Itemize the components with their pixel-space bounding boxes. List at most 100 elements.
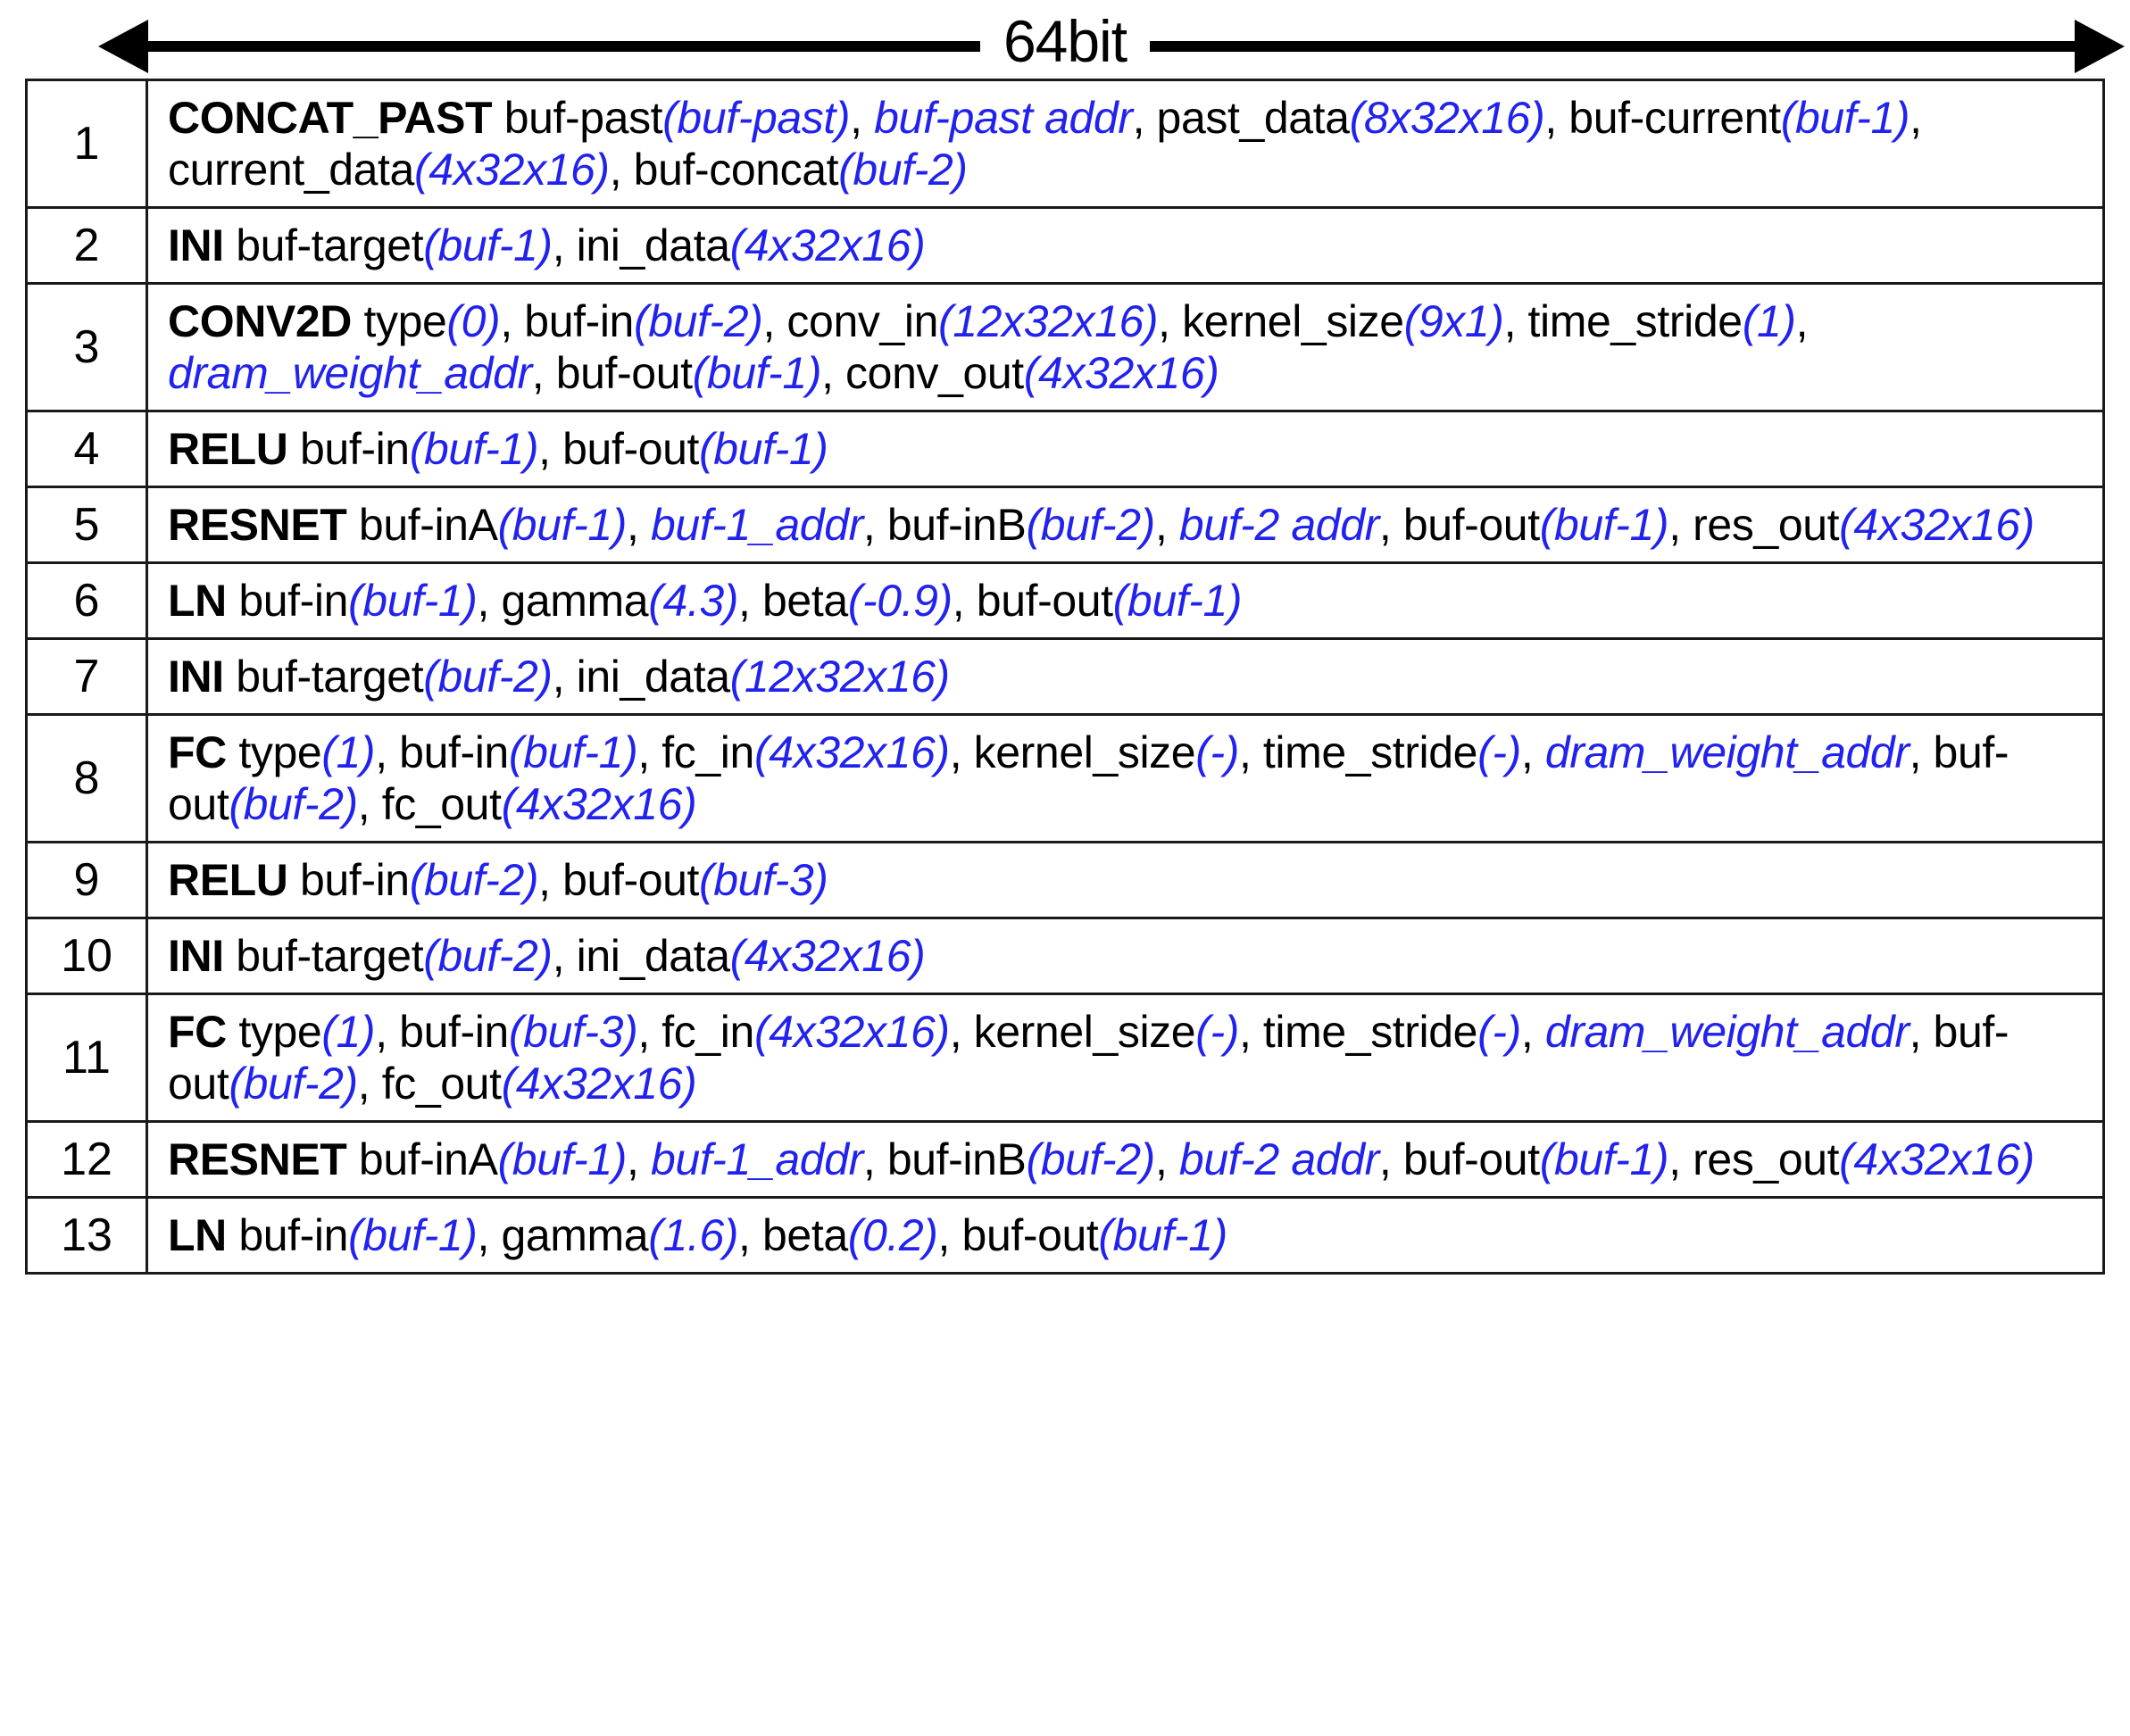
value-token: dram_weight_addr (1544, 727, 1910, 777)
argument-token: , gamma (477, 576, 649, 626)
argument-token: , buf-out (1378, 500, 1540, 550)
value-token: (buf-1) (348, 1210, 478, 1260)
instruction-cell: FC type(1), buf-in(buf-1), fc_in(4x32x16… (146, 713, 2105, 843)
argument-token: , beta (738, 1210, 848, 1260)
argument-token: type (226, 1007, 322, 1057)
argument-token: , current_data (168, 93, 1922, 195)
argument-token: , (1154, 500, 1179, 550)
argument-token: , time_stride (1238, 727, 1478, 777)
value-token: (1.6) (648, 1210, 739, 1260)
opcode-token: LN (168, 1210, 227, 1260)
argument-token: , buf-current (1544, 93, 1781, 143)
value-token: (4x32x16) (729, 931, 926, 981)
value-token: buf-2 addr (1178, 500, 1379, 550)
value-token: (-) (1477, 1007, 1521, 1057)
value-token: (buf-1) (423, 220, 553, 270)
argument-token: buf-target (223, 652, 424, 702)
opcode-token: RESNET (168, 1134, 347, 1184)
value-token: (1) (321, 727, 376, 777)
value-token: (buf-1) (1539, 1134, 1669, 1184)
argument-token: , res_out (1668, 1134, 1840, 1184)
value-token: (buf-2) (423, 652, 553, 702)
argument-token: , fc_in (637, 727, 754, 777)
value-token: buf-1_addr (651, 500, 863, 550)
value-token: (-) (1195, 1007, 1239, 1057)
value-token: (buf-2) (633, 296, 763, 346)
argument-token: , buf-out (1378, 1134, 1540, 1184)
row-index-cell: 8 (25, 713, 148, 843)
value-token: (12x32x16) (937, 296, 1159, 346)
arrow-right-head-icon (2075, 20, 2125, 73)
value-token: (buf-1) (497, 1134, 628, 1184)
argument-token: buf-target (223, 931, 424, 981)
value-token: (4x32x16) (413, 145, 610, 195)
bit-width-header: 64bit (0, 0, 2130, 79)
argument-token: , buf-inB (862, 500, 1027, 550)
instruction-cell: RESNET buf-inA(buf-1), buf-1_addr, buf-i… (146, 1120, 2105, 1199)
value-token: (12x32x16) (729, 652, 951, 702)
value-token: (1) (321, 1007, 376, 1057)
value-token: (buf-1) (692, 348, 822, 398)
row-index-cell: 13 (25, 1196, 148, 1275)
value-token: (0) (446, 296, 501, 346)
value-token: dram_weight_addr (1544, 1007, 1910, 1057)
value-token: (buf-2) (229, 779, 358, 829)
instruction-cell: LN buf-in(buf-1), gamma(4.3), beta(-0.9)… (146, 561, 2105, 640)
argument-token: , buf-in (375, 727, 509, 777)
instruction-cell: RELU buf-in(buf-2), buf-out(buf-3) (146, 841, 2105, 919)
opcode-token: INI (168, 220, 224, 270)
opcode-token: CONCAT_PAST (168, 93, 493, 143)
row-index-cell: 6 (25, 561, 148, 640)
value-token: (buf-1) (1112, 576, 1243, 626)
value-token: (buf-2) (229, 1059, 358, 1109)
argument-token: , fc_out (357, 779, 502, 829)
bit-width-label: 64bit (0, 0, 2130, 82)
argument-token: , ini_data (552, 931, 730, 981)
value-token: dram_weight_addr (168, 348, 532, 398)
value-token: (buf-1) (1098, 1210, 1227, 1260)
opcode-token: RELU (168, 855, 288, 905)
opcode-token: RESNET (168, 500, 347, 550)
value-token: (buf-2) (1026, 500, 1155, 550)
argument-token: , (627, 1134, 651, 1184)
argument-token: type (351, 296, 447, 346)
value-token: (buf-1) (1780, 93, 1910, 143)
argument-token: , buf-out (168, 727, 2009, 829)
argument-token: type (226, 727, 322, 777)
value-token: (4x32x16) (729, 220, 926, 270)
argument-token: , kernel_size (949, 1007, 1196, 1057)
argument-token: , buf-out (937, 1210, 1099, 1260)
argument-token: , (627, 500, 651, 550)
value-token: (buf-3) (508, 1007, 638, 1057)
argument-token: buf-in (226, 576, 349, 626)
value-token: (buf-1) (1539, 500, 1669, 550)
row-index-cell: 7 (25, 637, 148, 716)
instruction-cell: CONCAT_PAST buf-past(buf-past), buf-past… (146, 79, 2105, 209)
value-token: (buf-2) (1026, 1134, 1155, 1184)
argument-token: , beta (738, 576, 848, 626)
opcode-token: RELU (168, 424, 288, 474)
instruction-cell: RELU buf-in(buf-1), buf-out(buf-1) (146, 410, 2105, 488)
value-token: (buf-1) (699, 424, 828, 474)
value-token: (buf-3) (699, 855, 828, 905)
value-token: (4x32x16) (501, 1059, 697, 1109)
opcode-token: FC (168, 1007, 227, 1057)
row-index-cell: 1 (25, 79, 148, 209)
argument-token: , ini_data (552, 652, 730, 702)
argument-token: , (1520, 727, 1545, 777)
argument-token: , conv_out (821, 348, 1024, 398)
argument-token: , past_data (1132, 93, 1350, 143)
argument-token: , time_stride (1503, 296, 1743, 346)
instruction-cell: LN buf-in(buf-1), gamma(1.6), beta(0.2),… (146, 1196, 2105, 1275)
argument-token: , res_out (1668, 500, 1840, 550)
instruction-cell: INI buf-target(buf-2), ini_data(4x32x16) (146, 917, 2105, 995)
argument-token: buf-inA (346, 1134, 498, 1184)
